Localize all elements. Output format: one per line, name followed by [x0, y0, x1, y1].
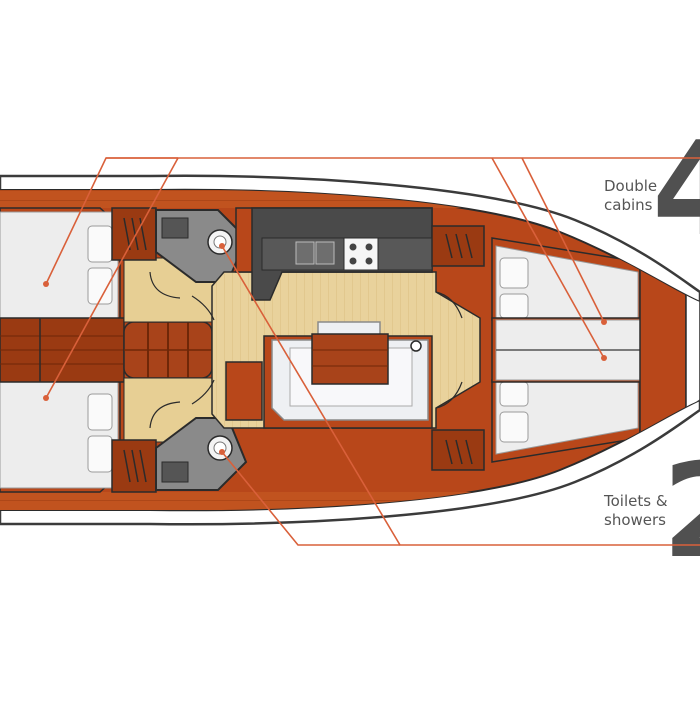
pillow: [87, 225, 113, 263]
saloon-seating: [225, 321, 433, 429]
galley-sink-icon: [295, 241, 315, 265]
stove-icon: [343, 237, 379, 271]
pillow: [87, 393, 113, 431]
callout-dot: [601, 355, 607, 361]
toilets-count-number: 2: [662, 435, 700, 587]
aft-cabin-port: [0, 207, 121, 319]
door-swing: [149, 401, 181, 429]
double-cabins-line1: Double: [604, 177, 658, 195]
door-swing: [149, 271, 181, 299]
forward-cabin-starboard: [491, 379, 641, 463]
head-starboard: [111, 417, 248, 493]
sink-icon: [161, 217, 189, 239]
pillow: [499, 293, 529, 319]
sink-icon: [161, 461, 189, 483]
callout-dot: [219, 243, 225, 249]
door-swing: [191, 379, 215, 405]
mast-icon: [410, 340, 422, 352]
anchor-locker: [685, 288, 700, 412]
pillow: [499, 381, 529, 407]
pillow: [87, 435, 113, 473]
toilets-showers-line2: showers: [604, 511, 666, 529]
toilets-showers-label: Toilets & showers: [604, 492, 668, 530]
pillow: [499, 411, 529, 443]
galley: [235, 207, 433, 301]
callout-dot: [601, 319, 607, 325]
pillow: [499, 257, 529, 289]
saloon-table: [311, 333, 389, 385]
callout-dot: [43, 395, 49, 401]
door-swing: [191, 295, 215, 321]
door-swing: [435, 381, 463, 409]
locker: [431, 225, 485, 267]
callout-dot: [219, 449, 225, 455]
double-cabins-label: Double cabins: [604, 177, 657, 215]
pillow: [87, 267, 113, 305]
double-cabins-line2: cabins: [604, 196, 653, 214]
cabins-count-number: 4: [652, 113, 700, 265]
galley-sink-icon: [315, 241, 335, 265]
callout-dot: [43, 281, 49, 287]
head-port: [111, 207, 248, 283]
aft-cabin-starboard: [0, 381, 121, 493]
forward-cabin-port: [491, 237, 641, 321]
door-swing: [435, 291, 463, 319]
companionway-steps: [123, 321, 213, 379]
callout-lines: [45, 157, 700, 546]
toilets-showers-line1: Toilets &: [604, 492, 668, 510]
interior: [0, 190, 700, 510]
